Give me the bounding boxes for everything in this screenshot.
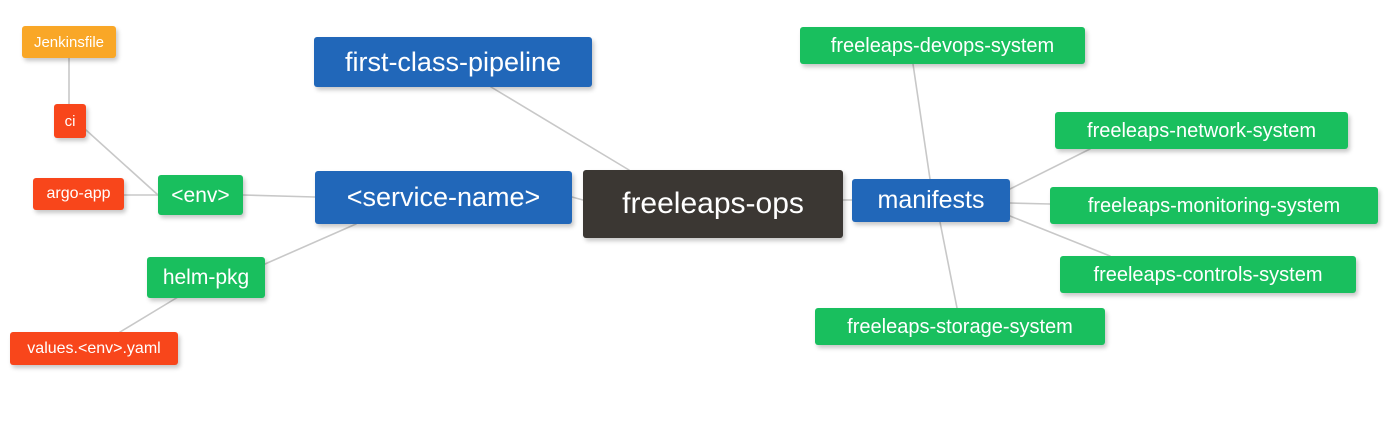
edge-manifests-to-freeleaps-storage-system xyxy=(939,221,958,309)
node-jenkinsfile[interactable]: Jenkinsfile xyxy=(22,26,116,58)
edge-manifests-to-freeleaps-devops-system xyxy=(912,63,931,180)
edge-manifests-to-freeleaps-network-system xyxy=(1009,148,1091,190)
node-label: freeleaps-devops-system xyxy=(830,34,1055,57)
edge-service-name-to-freeleaps-ops xyxy=(571,196,584,201)
node-first-class-pipeline[interactable]: first-class-pipeline xyxy=(314,37,592,87)
node-freeleaps-controls-system[interactable]: freeleaps-controls-system xyxy=(1060,256,1356,293)
node-freeleaps-monitoring-system[interactable]: freeleaps-monitoring-system xyxy=(1050,187,1378,224)
node-freeleaps-network-system[interactable]: freeleaps-network-system xyxy=(1055,112,1348,149)
node-label: freeleaps-controls-system xyxy=(1093,263,1323,286)
node-freeleaps-storage-system[interactable]: freeleaps-storage-system xyxy=(815,308,1105,345)
node-label: argo-app xyxy=(46,185,111,202)
node-label: freeleaps-monitoring-system xyxy=(1087,194,1341,217)
node-label: manifests xyxy=(877,186,985,214)
node-label: values.<env>.yaml xyxy=(27,339,161,357)
node-env[interactable]: <env> xyxy=(158,175,243,215)
node-label: Jenkinsfile xyxy=(33,33,105,51)
node-manifests[interactable]: manifests xyxy=(852,179,1010,222)
edge-env-to-service-name xyxy=(242,194,316,198)
node-label: <service-name> xyxy=(346,182,541,212)
node-service-name[interactable]: <service-name> xyxy=(315,171,572,224)
node-label: freeleaps-storage-system xyxy=(847,315,1073,338)
node-label: freeleaps-network-system xyxy=(1087,119,1316,142)
node-freeleaps-devops-system[interactable]: freeleaps-devops-system xyxy=(800,27,1085,64)
node-label: freeleaps-ops xyxy=(622,187,804,220)
edge-first-class-pipeline-to-freeleaps-ops xyxy=(490,86,630,171)
node-label: <env> xyxy=(171,183,230,207)
node-label: first-class-pipeline xyxy=(344,46,562,77)
node-argo-app[interactable]: argo-app xyxy=(33,178,124,210)
node-label: helm-pkg xyxy=(162,266,250,289)
edge-values-env-yaml-to-helm-pkg xyxy=(119,296,179,333)
node-helm-pkg[interactable]: helm-pkg xyxy=(147,257,265,298)
node-label: ci xyxy=(64,112,76,130)
node-values-env-yaml[interactable]: values.<env>.yaml xyxy=(10,332,178,365)
edge-manifests-to-freeleaps-monitoring-system xyxy=(1009,202,1051,205)
edge-helm-pkg-to-service-name xyxy=(264,223,357,265)
node-ci[interactable]: ci xyxy=(54,104,86,138)
node-freeleaps-ops[interactable]: freeleaps-ops xyxy=(583,170,843,238)
